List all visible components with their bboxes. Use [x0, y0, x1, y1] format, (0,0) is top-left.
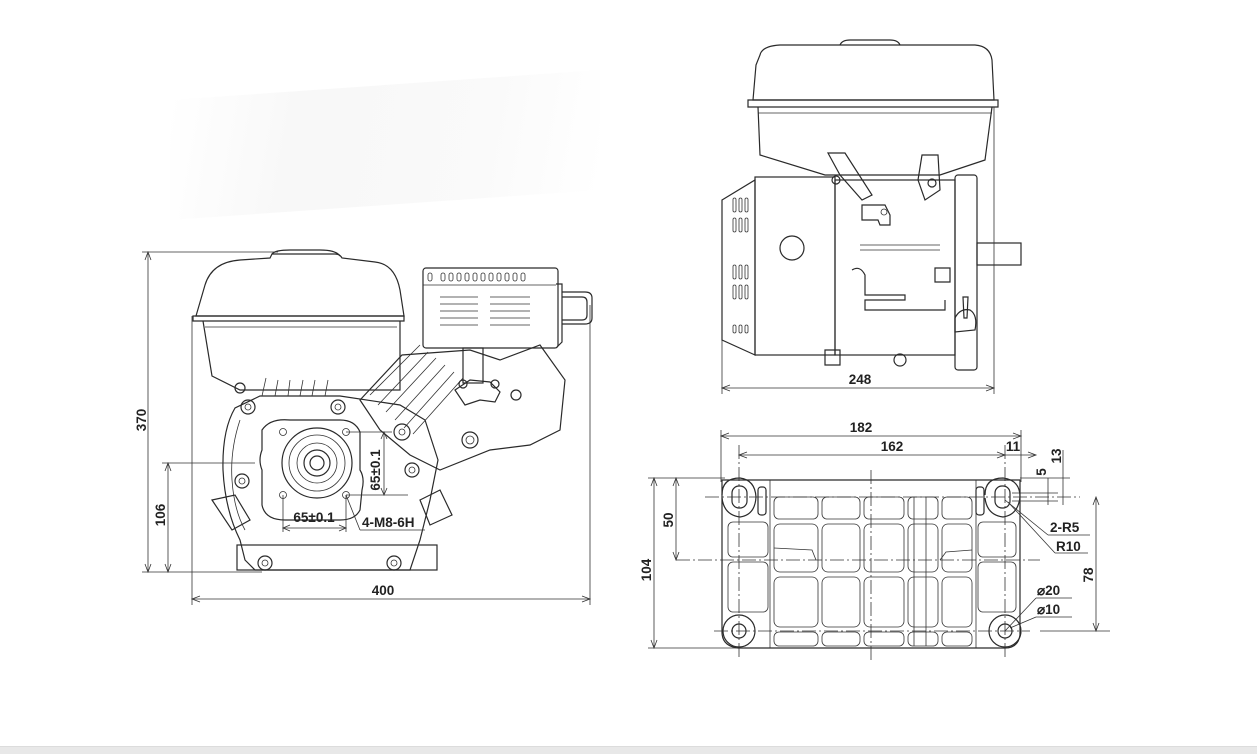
dim-label-5: 5	[1034, 468, 1049, 476]
dim-width-104: 104	[639, 476, 745, 650]
front-view: 370 106 400 65±0.1	[134, 249, 593, 605]
label-thread-spec: 4-M8-6H	[362, 515, 415, 530]
dim-label-182: 182	[850, 420, 873, 435]
dim-height-106: 106	[153, 461, 255, 574]
dim-label-106: 106	[153, 503, 168, 526]
dim-label-400: 400	[372, 583, 395, 598]
leader-radii: 2-R5 R10	[1004, 499, 1090, 554]
side-fuel-tank	[747, 39, 999, 176]
dim-label-104: 104	[639, 558, 654, 581]
label-hole-diameter: ⌀10	[1037, 602, 1060, 617]
dim-offset-11: 11	[1005, 439, 1038, 459]
dim-label-65-v: 65±0.1	[368, 449, 383, 491]
dim-label-50: 50	[661, 512, 676, 527]
dim-label-65-h: 65±0.1	[293, 510, 335, 525]
bottom-scroll-bar	[0, 746, 1257, 754]
side-view: 248	[720, 39, 1022, 394]
dim-spacing-162: 162	[737, 439, 1007, 459]
dim-depth-248: 248	[720, 107, 996, 394]
label-corner-radius: R10	[1056, 539, 1081, 554]
dim-height-370: 370	[134, 250, 278, 574]
muffler-vents	[427, 272, 530, 326]
cylinder	[359, 344, 566, 471]
base-view: 182 162 11 5 13 2-R	[639, 420, 1110, 660]
dim-label-13: 13	[1049, 448, 1064, 464]
leader-thread-spec: 4-M8-6H	[345, 494, 425, 531]
dim-offset-50: 50	[661, 476, 680, 562]
base-plate	[676, 445, 1080, 660]
label-boss-diameter: ⌀20	[1037, 583, 1060, 598]
dim-bolt-spacing-h: 65±0.1	[281, 495, 348, 532]
side-crankcase	[824, 152, 1022, 371]
dim-width-400: 400	[190, 305, 592, 605]
dim-bolt-spacing-v: 65±0.1	[346, 430, 408, 497]
dim-label-11: 11	[1006, 439, 1021, 454]
crankcase	[211, 377, 453, 571]
label-slot-radius: 2-R5	[1050, 520, 1080, 535]
dim-slot-5-13: 5 13	[1012, 448, 1070, 505]
dim-label-78: 78	[1081, 567, 1096, 583]
dim-label-162: 162	[881, 439, 904, 454]
dim-label-370: 370	[134, 409, 149, 432]
muffler	[422, 267, 593, 384]
dim-spacing-78: 78	[1040, 495, 1110, 633]
fuel-tank	[192, 249, 405, 391]
dim-length-182: 182	[719, 420, 1023, 482]
side-recoil-starter	[721, 176, 836, 356]
leader-diameters: ⌀20 ⌀10	[1004, 583, 1072, 632]
base-ribs	[727, 480, 1017, 648]
dim-label-248: 248	[849, 372, 872, 387]
